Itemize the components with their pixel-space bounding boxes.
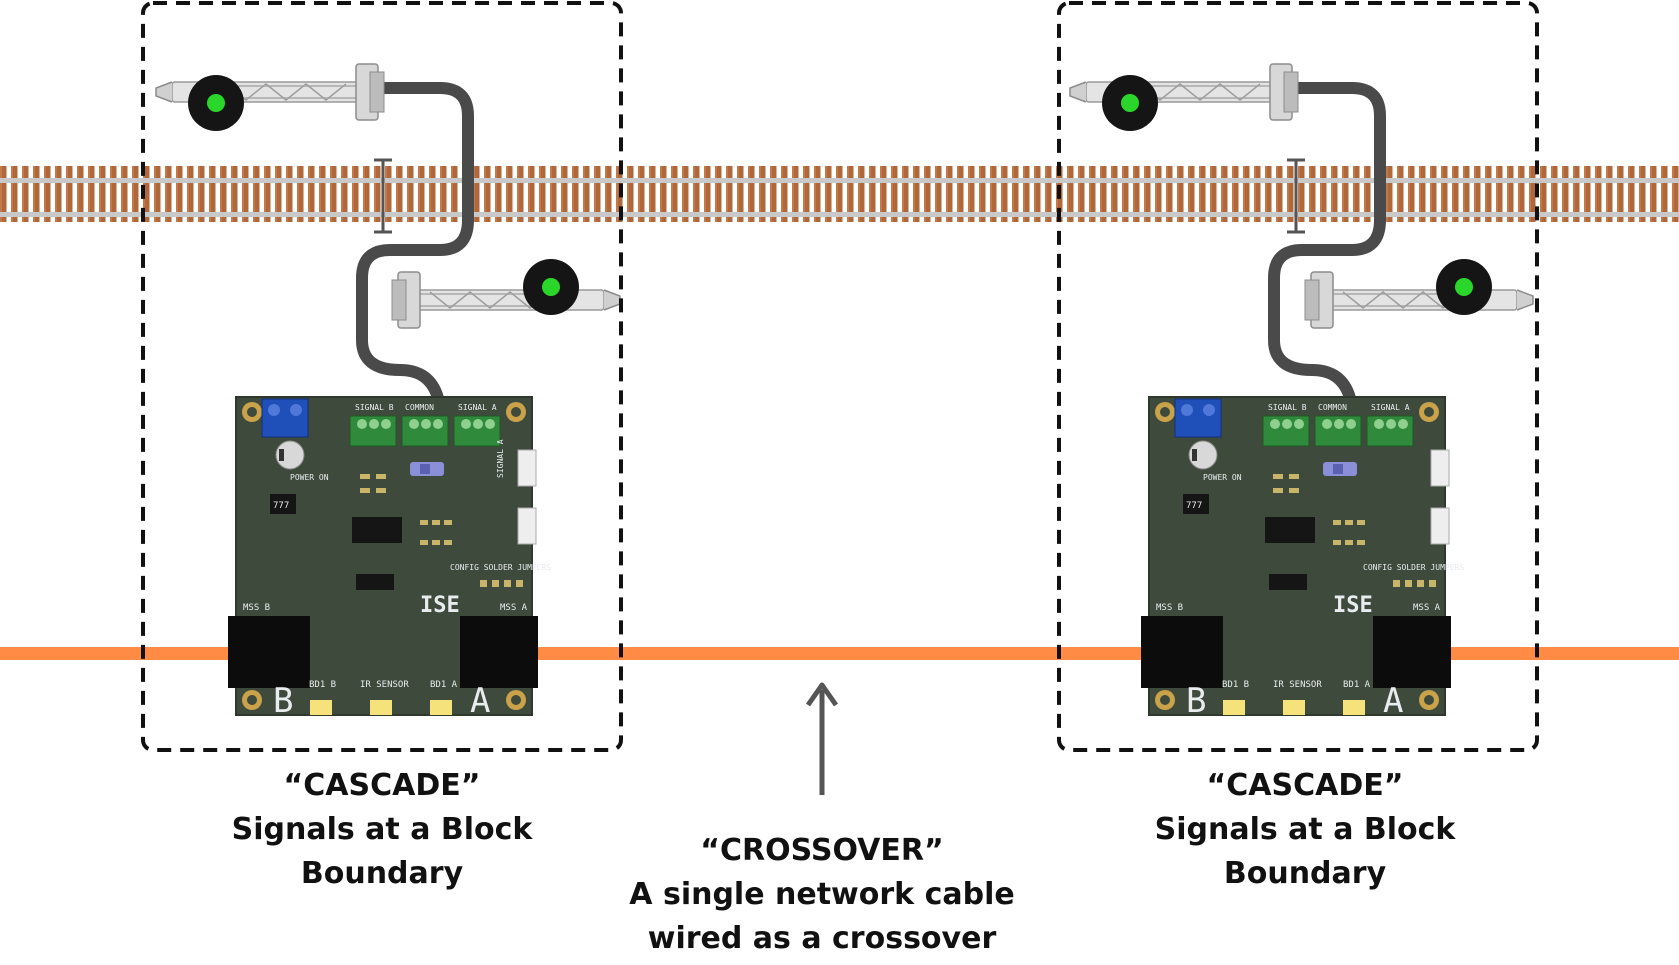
track-gap-marker <box>1287 158 1305 234</box>
bottom-label: BD1 B <box>1222 680 1249 690</box>
left-caption-title: “CASCADE” <box>283 768 481 803</box>
header-label: SIGNAL B <box>1268 403 1307 412</box>
right-caption-title: “CASCADE” <box>1206 768 1404 803</box>
track-gap-marker <box>374 158 392 234</box>
mss-a-label: MSS A <box>500 603 528 613</box>
bottom-label: BD1 B <box>309 680 336 690</box>
header-label: SIGNAL B <box>355 403 394 412</box>
power-label: POWER ON <box>290 473 329 482</box>
bottom-label: IR SENSOR <box>1273 680 1322 690</box>
config-label: CONFIG SOLDER JUMPERS <box>450 563 551 572</box>
header-label: SIGNAL A <box>458 403 497 412</box>
power-terminal <box>261 398 309 438</box>
header-label: SIGNAL A <box>1371 403 1410 412</box>
chip-label: 777 <box>1186 501 1202 511</box>
left-caption-line3: Boundary <box>300 856 464 891</box>
signal-mast-icon <box>391 271 621 329</box>
mss-b-label: MSS B <box>1156 603 1183 613</box>
big-b-label: B <box>1186 681 1206 721</box>
signal-mast-icon <box>1304 271 1534 329</box>
big-b-label: B <box>273 681 293 721</box>
left-caption-line2: Signals at a Block <box>231 812 533 847</box>
signal-mast-icon <box>155 63 385 131</box>
arrow-up-icon <box>805 682 839 795</box>
right-caption-line2: Signals at a Block <box>1154 812 1456 847</box>
railway-track <box>0 166 1679 222</box>
rj45-jack-icon <box>1373 616 1451 688</box>
signal-lamp-green <box>542 278 560 296</box>
signal-cable <box>1268 82 1386 404</box>
center-caption-line3: wired as a crossover <box>647 921 997 956</box>
circuit-board-icon: SIGNAL B COMMON SIGNAL A 777 <box>228 396 551 721</box>
circuit-board-icon: SIGNAL B COMMON SIGNAL A 777 POWER O <box>1141 396 1464 721</box>
mss-b-label: MSS B <box>243 603 270 613</box>
center-caption: “CROSSOVER” A single network cable wired… <box>592 829 1052 961</box>
chip-label: 777 <box>273 501 289 511</box>
bottom-label: BD1 A <box>430 680 458 690</box>
right-caption: “CASCADE” Signals at a Block Boundary <box>1105 764 1505 896</box>
big-a-label: A <box>470 681 490 721</box>
cascade-dashed-box <box>141 1 623 752</box>
board-logo: ISE <box>1333 593 1373 618</box>
signal-lamp-green <box>207 94 225 112</box>
power-terminal <box>1174 398 1222 438</box>
rj45-jack-icon <box>228 616 310 688</box>
center-caption-line2: A single network cable <box>629 877 1015 912</box>
rj45-jack-icon <box>460 616 538 688</box>
center-caption-title: “CROSSOVER” <box>700 833 944 868</box>
board-logo: ISE <box>420 593 460 618</box>
right-caption-line3: Boundary <box>1223 856 1387 891</box>
left-cascade-group: SIGNAL B COMMON SIGNAL A 777 <box>141 1 623 752</box>
signal-mast-icon <box>1069 63 1299 131</box>
big-a-label: A <box>1383 681 1403 721</box>
header-label: COMMON <box>405 403 434 412</box>
signal-lamp-green <box>1121 94 1139 112</box>
bottom-label: BD1 A <box>1343 680 1371 690</box>
power-label: POWER ON <box>1203 473 1242 482</box>
rj45-jack-icon <box>1141 616 1223 688</box>
signal-lamp-green <box>1455 278 1473 296</box>
cascade-dashed-box <box>1057 1 1539 752</box>
left-caption: “CASCADE” Signals at a Block Boundary <box>182 764 582 896</box>
config-label: CONFIG SOLDER JUMPERS <box>1363 563 1464 572</box>
header-label: COMMON <box>1318 403 1347 412</box>
signal-cable <box>356 82 474 404</box>
mss-a-label: MSS A <box>1413 603 1441 613</box>
rail-bottom <box>0 212 1679 217</box>
bottom-label: IR SENSOR <box>360 680 409 690</box>
side-label: SIGNAL A <box>496 439 505 478</box>
rail-top <box>0 178 1679 183</box>
right-cascade-group: SIGNAL B COMMON SIGNAL A 777 POWER O <box>1057 1 1539 752</box>
